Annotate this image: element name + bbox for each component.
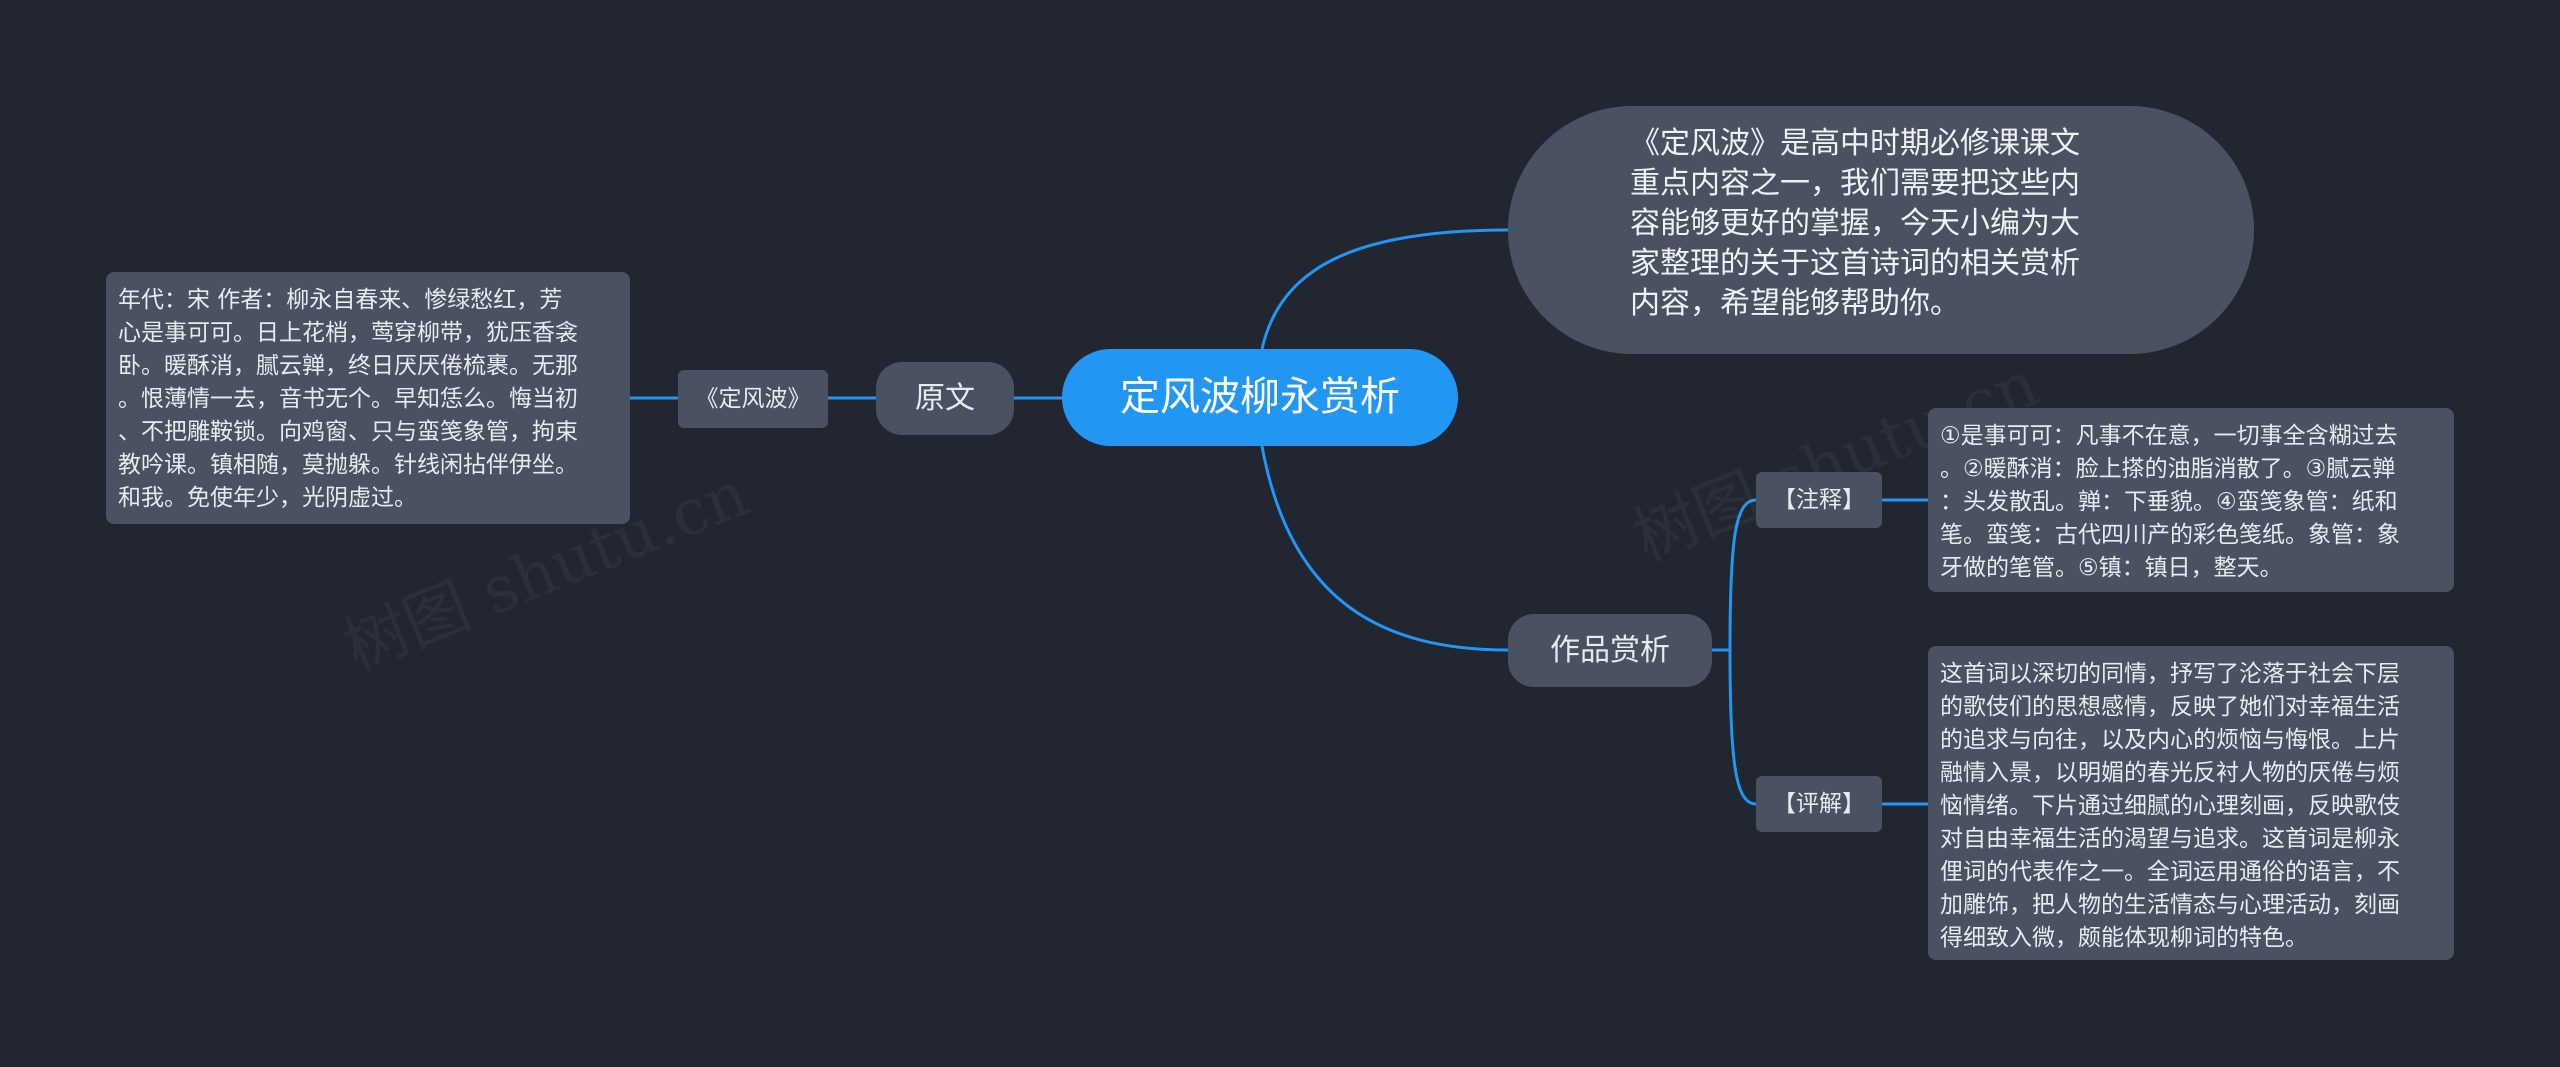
intro-node[interactable]: 《定风波》是高中时期必修课课文 重点内容之一，我们需要把这些内 容能够更好的掌握… [1508, 106, 2254, 354]
original-node[interactable]: 原文 [876, 362, 1014, 435]
poem-title-tag[interactable]: 《定风波》 [678, 370, 828, 428]
analysis-node[interactable]: 作品赏析 [1508, 614, 1712, 687]
edge-root-analysis [1260, 445, 1509, 652]
edge-branch-notes [1728, 498, 1757, 651]
edge-root-intro [1260, 228, 1509, 350]
notes-tag[interactable]: 【注释】 [1756, 472, 1882, 528]
commentary-text-box[interactable]: 这首词以深切的同情，抒写了沦落于社会下层 的歌伎们的思想感情，反映了她们对幸福生… [1928, 646, 2454, 960]
edge-branch-commentary [1728, 649, 1757, 806]
poem-text-box[interactable]: 年代：宋 作者：柳永自春来、惨绿愁红，芳 心是事可可。日上花梢，莺穿柳带，犹压香… [106, 272, 630, 524]
notes-text-box[interactable]: ①是事可可：凡事不在意，一切事全含糊过去 。②暖酥消：脸上搽的油脂消散了。③腻云… [1928, 408, 2454, 592]
commentary-tag[interactable]: 【评解】 [1756, 776, 1882, 832]
root-node[interactable]: 定风波柳永赏析 [1062, 349, 1458, 446]
